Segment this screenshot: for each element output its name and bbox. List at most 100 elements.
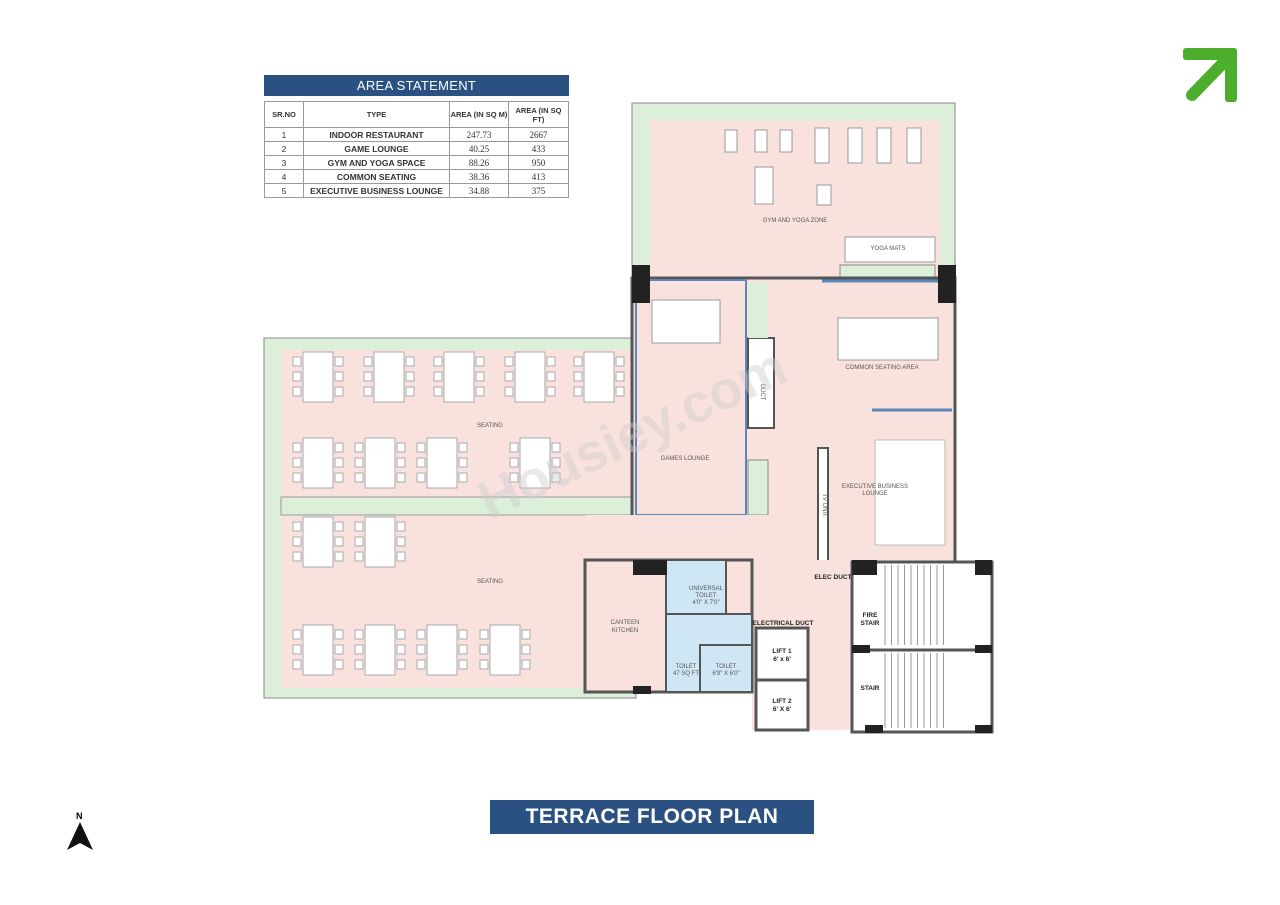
plan-shape (699, 644, 753, 693)
chair (433, 371, 443, 382)
plan-shape (724, 129, 738, 153)
chair (292, 536, 302, 547)
chair (396, 551, 406, 562)
chair (334, 629, 344, 640)
chair (509, 472, 519, 483)
room-label-seating-bottom: SEATING (477, 579, 503, 585)
plan-shape (633, 686, 651, 694)
room-label: TOILET (696, 593, 717, 599)
chair (396, 472, 406, 483)
chair (354, 644, 364, 655)
chair (363, 371, 373, 382)
plan-shape (585, 515, 815, 560)
chair (475, 371, 485, 382)
chair (334, 442, 344, 453)
chair (479, 659, 489, 670)
room-label: 4'0" X 7'0" (692, 600, 719, 606)
chair (458, 457, 468, 468)
plan-shape (844, 236, 936, 263)
area-statement-title: AREA STATEMENT (264, 75, 569, 96)
chair (573, 386, 583, 397)
plan-shape (651, 299, 721, 344)
label-yoga-mats: YOGA MATS (871, 246, 906, 252)
chair (292, 659, 302, 670)
chair (396, 457, 406, 468)
plan-shape (850, 560, 994, 734)
chair (334, 386, 344, 397)
chair (354, 659, 364, 670)
chair (479, 629, 489, 640)
chair (334, 551, 344, 562)
chair (521, 659, 531, 670)
chair (354, 536, 364, 547)
dining-table (373, 351, 405, 403)
plan-shape (665, 559, 727, 615)
plan-shape (975, 725, 992, 733)
chair (354, 521, 364, 532)
chair (615, 371, 625, 382)
dining-table (514, 351, 546, 403)
plan-shape (632, 265, 992, 733)
chair (334, 659, 344, 670)
plan-title: TERRACE FLOOR PLAN (490, 800, 814, 834)
plan-shape (292, 351, 625, 676)
room-label-canteen: CANTEEN (611, 620, 640, 626)
plan-shape (975, 560, 992, 575)
col-header: SR.NO (264, 101, 304, 128)
chair (458, 472, 468, 483)
plan-shape (837, 317, 939, 361)
plan-shape (865, 725, 883, 733)
area-statement-table: SR.NO TYPE AREA (IN SQ M) AREA (IN SQ FT… (264, 101, 569, 198)
arrow-up-right-icon (1183, 48, 1237, 102)
plan-shape (754, 166, 774, 205)
chair (292, 442, 302, 453)
chair (363, 386, 373, 397)
chair (475, 356, 485, 367)
dining-table (302, 437, 334, 489)
plan-shape (748, 282, 768, 338)
chair (433, 386, 443, 397)
chair (354, 551, 364, 562)
chair (396, 442, 406, 453)
north-label: N (76, 811, 83, 821)
plan-shape (747, 459, 769, 516)
chair (416, 629, 426, 640)
chair (521, 644, 531, 655)
dining-table (364, 624, 396, 676)
room-label-stair: STAIR (860, 685, 879, 692)
room-label: 6'9" X 6'0" (712, 671, 739, 677)
chair (292, 356, 302, 367)
chair (405, 371, 415, 382)
plan-shape (1186, 52, 1234, 101)
chair (615, 386, 625, 397)
chair (521, 629, 531, 640)
chair (292, 644, 302, 655)
chair (433, 356, 443, 367)
chair (292, 472, 302, 483)
chair (551, 442, 561, 453)
plan-shape (724, 127, 936, 263)
chair (396, 659, 406, 670)
chair (334, 521, 344, 532)
chair (292, 457, 302, 468)
chair (396, 536, 406, 547)
cell-sqm: 34.88 (449, 183, 509, 198)
chair (354, 472, 364, 483)
room-label-lift-1: LIFT 1 (772, 648, 792, 655)
chair (458, 629, 468, 640)
chair (363, 356, 373, 367)
dining-table (364, 516, 396, 568)
chair (354, 629, 364, 640)
chair (504, 371, 514, 382)
chair (546, 371, 556, 382)
chair (416, 457, 426, 468)
dining-table (302, 351, 334, 403)
chair (405, 356, 415, 367)
chair (354, 442, 364, 453)
chair (458, 442, 468, 453)
dining-table (364, 437, 396, 489)
chair (354, 457, 364, 468)
room-label-gym: GYM AND YOGA ZONE (763, 218, 828, 224)
